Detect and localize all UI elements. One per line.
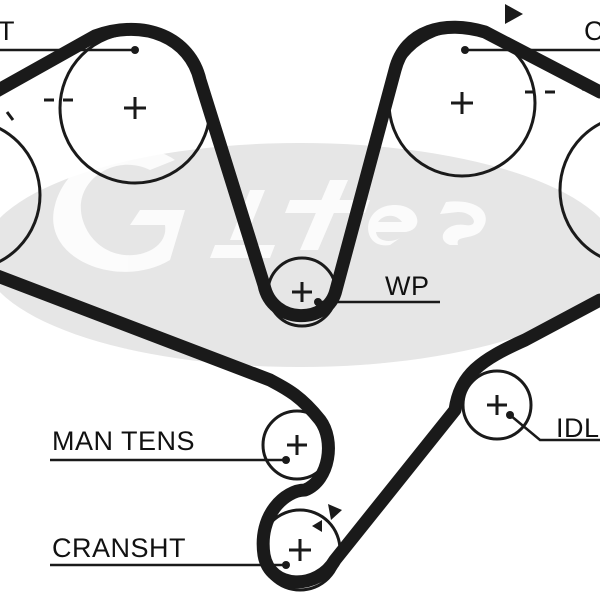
leader-lines <box>0 48 600 567</box>
cam-right-outer-timing-mark <box>580 80 592 92</box>
cam-left-hub-cross <box>124 97 146 119</box>
idler-hub-cross <box>487 395 507 415</box>
rotation-arrow-crank <box>328 504 342 520</box>
idler-pulley <box>461 369 533 441</box>
cam-right-hub-cross <box>451 92 473 114</box>
crankshaft-hub-cross <box>289 539 311 561</box>
idler-label: IDL <box>556 413 600 443</box>
water-pump-label: WP <box>385 271 430 301</box>
cam-pulley-right-outer <box>558 121 600 259</box>
cam-left-label: T <box>0 16 15 46</box>
manual-tensioner-label: MAN TENS <box>52 426 196 456</box>
watermark-ellipse <box>0 143 600 367</box>
timing-belt <box>0 20 600 589</box>
watermark-logo <box>0 143 600 367</box>
tensioner-hub-cross <box>287 435 307 455</box>
direction-arrows <box>312 4 523 532</box>
rotation-arrow-top <box>505 4 523 24</box>
crankshaft-label: CRANSHT <box>52 533 187 563</box>
cam-right-label: C <box>584 16 600 46</box>
timing-marks <box>5 80 592 121</box>
water-pump-hub-cross <box>292 282 312 302</box>
idler-leader <box>509 414 600 442</box>
cam-pulley-left-outer <box>0 126 42 264</box>
cam-left-outer-timing-mark <box>5 111 15 121</box>
crank-timing-pointer <box>312 520 322 532</box>
hub-markers <box>124 92 507 561</box>
